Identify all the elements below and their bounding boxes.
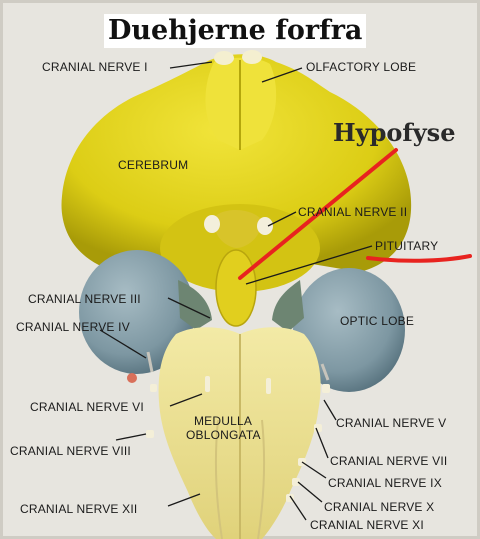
- red-nerve-stub: [127, 373, 137, 383]
- pituitary-shape: [216, 250, 256, 326]
- label-pituitary: PITUITARY: [375, 239, 438, 253]
- label-cranial-nerve-vi: CRANIAL NERVE VI: [30, 400, 144, 414]
- label-cranial-nerve-viii: CRANIAL NERVE VIII: [10, 444, 131, 458]
- label-cranial-nerve-xi: CRANIAL NERVE XI: [310, 518, 424, 532]
- label-cranial-nerve-xii: CRANIAL NERVE XII: [20, 502, 137, 516]
- title: Duehjerne forfra: [104, 14, 366, 48]
- hypofyse-annotation: Hypofyse: [333, 118, 455, 148]
- label-cranial-nerve-ii: CRANIAL NERVE II: [298, 205, 407, 219]
- label-medulla-line1: MEDULLA: [194, 414, 252, 428]
- label-cranial-nerve-vii: CRANIAL NERVE VII: [330, 454, 447, 468]
- olfactory-nerve-right: [242, 50, 262, 64]
- label-cerebrum: CEREBRUM: [118, 158, 188, 172]
- label-cranial-nerve-v: CRANIAL NERVE V: [336, 416, 446, 430]
- label-cranial-nerve-i: CRANIAL NERVE I: [42, 60, 148, 74]
- label-cranial-nerve-x: CRANIAL NERVE X: [324, 500, 434, 514]
- label-cranial-nerve-iii: CRANIAL NERVE III: [28, 292, 141, 306]
- label-medulla-oblongata: MEDULLA OBLONGATA: [186, 414, 260, 442]
- optic-nerve-right: [257, 217, 273, 235]
- label-optic-lobe: OPTIC LOBE: [340, 314, 414, 328]
- label-cranial-nerve-ix: CRANIAL NERVE IX: [328, 476, 442, 490]
- label-olfactory-lobe: OLFACTORY LOBE: [306, 60, 416, 74]
- label-medulla-line2: OBLONGATA: [186, 428, 261, 442]
- olfactory-nerve-left: [214, 51, 234, 65]
- optic-nerve-left: [204, 215, 220, 233]
- label-cranial-nerve-iv: CRANIAL NERVE IV: [16, 320, 130, 334]
